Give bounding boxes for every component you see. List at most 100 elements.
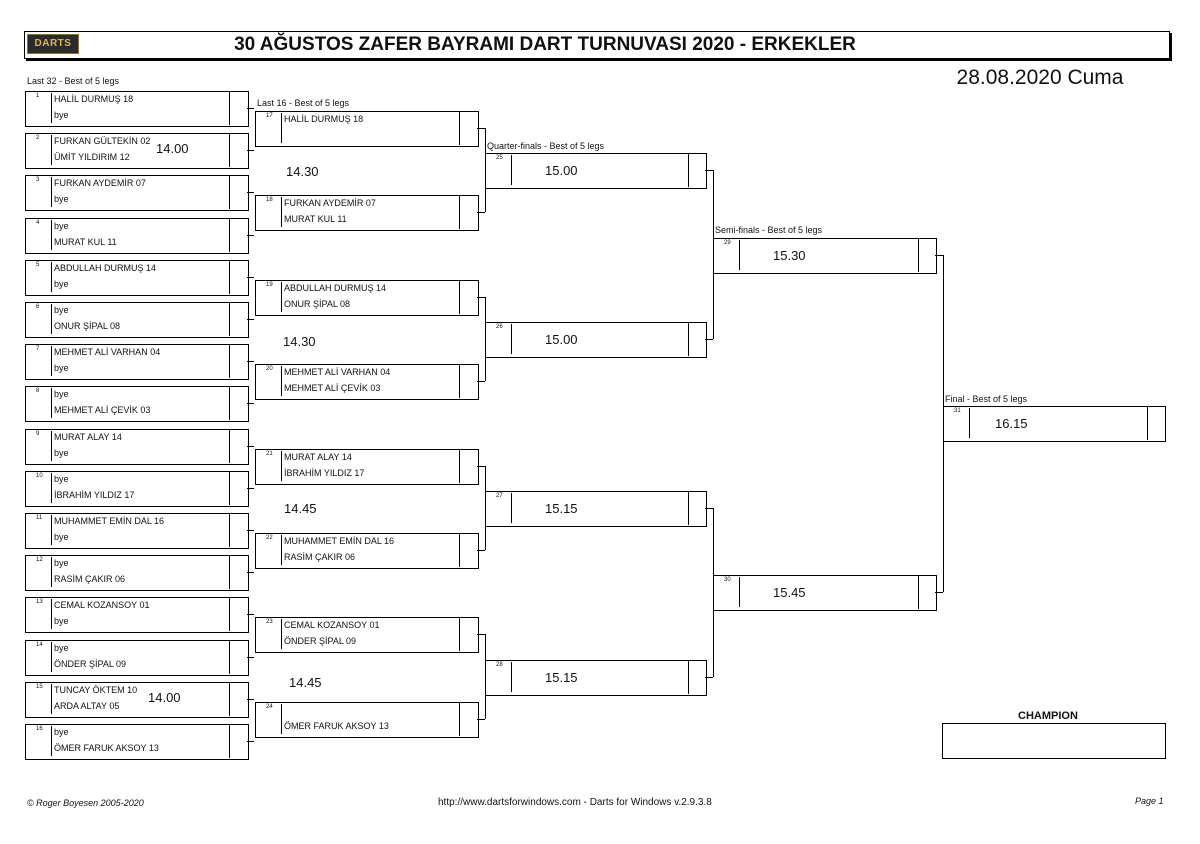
champion-label: CHAMPION	[1018, 710, 1078, 722]
round-label-last16: Last 16 - Best of 5 legs	[257, 98, 350, 108]
round-label-sf: Semi-finals - Best of 5 legs	[715, 225, 823, 235]
player-name: bye	[54, 473, 69, 484]
bracket-line	[485, 465, 486, 550]
player-name: ÖMER FARUK AKSOY 13	[284, 720, 389, 731]
score-divider	[459, 533, 460, 567]
match-number: 20	[266, 366, 273, 373]
player-name: bye	[54, 194, 69, 205]
player-name: bye	[54, 110, 69, 120]
bracket-line	[477, 718, 485, 720]
bracket-line	[477, 634, 485, 636]
score-divider	[459, 364, 460, 399]
player-name: ABDULLAH DURMUŞ 14	[284, 282, 387, 293]
score-divider	[229, 175, 230, 210]
player-name: MUHAMMET EMİN DAL 16	[54, 516, 165, 526]
player-name: bye	[54, 447, 69, 458]
match-box	[25, 259, 249, 296]
match-number: 6	[36, 304, 40, 310]
match-number: 4	[36, 219, 40, 226]
player-name: ÜMİT YILDIRIM 12	[54, 152, 130, 163]
score-divider	[229, 344, 230, 379]
match-box	[25, 597, 249, 634]
match-number: 24	[266, 703, 273, 710]
bracket-line	[943, 254, 944, 593]
match-box	[25, 639, 249, 676]
match-number: 3	[36, 177, 40, 184]
player-name: MEHMET ALİ VARHAN 04	[54, 347, 161, 358]
page-title: 30 AĞUSTOS ZAFER BAYRAMI DART TURNUVASI …	[234, 34, 856, 55]
bracket-line	[713, 170, 714, 339]
match-number: 10	[36, 472, 43, 479]
score-divider	[229, 386, 230, 421]
match-box	[255, 533, 479, 569]
match-15-time: 14.00	[148, 690, 181, 705]
number-divider	[739, 239, 740, 270]
match-number: 15	[36, 683, 43, 690]
score-divider	[918, 237, 919, 272]
match-box	[25, 302, 249, 338]
player-name: ÖMER FARUK AKSOY 13	[54, 743, 159, 753]
bracket-line	[247, 530, 254, 531]
bracket-line	[247, 572, 254, 574]
bracket-line	[935, 254, 943, 256]
match-number: 26	[496, 324, 503, 330]
number-divider	[511, 661, 512, 692]
match-box	[485, 153, 707, 190]
number-divider	[51, 599, 52, 630]
bracket-line	[247, 403, 254, 405]
number-divider	[51, 557, 52, 588]
bracket-line	[705, 676, 713, 678]
number-divider	[51, 430, 52, 461]
match-number: 16	[36, 726, 43, 732]
score-divider	[229, 513, 230, 547]
number-divider	[51, 261, 52, 292]
bracket-line	[705, 339, 713, 340]
score-divider	[229, 681, 230, 716]
match-number: 28	[496, 661, 503, 668]
player-name: bye	[54, 558, 69, 569]
player-name: FURKAN AYDEMİR 07	[284, 198, 376, 209]
score-divider	[459, 111, 460, 145]
player-name: MEHMET ALİ ÇEVİK 03	[284, 383, 381, 394]
score-divider	[229, 217, 230, 252]
bracket-line	[247, 361, 254, 363]
bracket-line	[477, 465, 485, 467]
bracket-line	[247, 487, 254, 489]
score-divider	[688, 490, 689, 525]
match-number: 7	[36, 346, 40, 353]
number-divider	[281, 197, 282, 228]
score-divider	[229, 724, 230, 758]
player-name: HALİL DURMUŞ 18	[284, 114, 364, 124]
bracket-line	[485, 128, 486, 213]
match-box	[25, 175, 249, 212]
number-divider	[739, 577, 740, 608]
player-name: HALİL DURMUŞ 18	[54, 94, 134, 104]
player-name: FURKAN AYDEMİR 07	[54, 178, 146, 189]
number-divider	[51, 683, 52, 714]
match-number: 14	[36, 641, 43, 648]
number-divider	[51, 641, 52, 672]
score-divider	[1147, 406, 1148, 441]
match-box	[255, 111, 479, 147]
number-divider	[281, 113, 282, 143]
match-number: 2	[36, 135, 40, 142]
number-divider	[51, 388, 52, 419]
bracket-line	[247, 656, 254, 658]
number-divider	[51, 177, 52, 208]
bracket-line	[247, 614, 254, 616]
number-divider	[281, 450, 282, 481]
score-divider	[688, 659, 689, 694]
score-divider	[229, 597, 230, 632]
number-divider	[511, 324, 512, 354]
match-time: 15.00	[545, 163, 578, 179]
bracket-line	[247, 192, 254, 194]
number-divider	[281, 366, 282, 397]
number-divider	[51, 135, 52, 166]
player-name: ONUR ŞİPAL 08	[54, 321, 121, 331]
player-name: MURAT ALAY 14	[284, 451, 352, 462]
number-divider	[51, 346, 52, 377]
match-number: 11	[36, 515, 43, 521]
score-divider	[688, 153, 689, 188]
footer-url[interactable]: http://www.dartsforwindows.com - Darts f…	[438, 797, 712, 808]
